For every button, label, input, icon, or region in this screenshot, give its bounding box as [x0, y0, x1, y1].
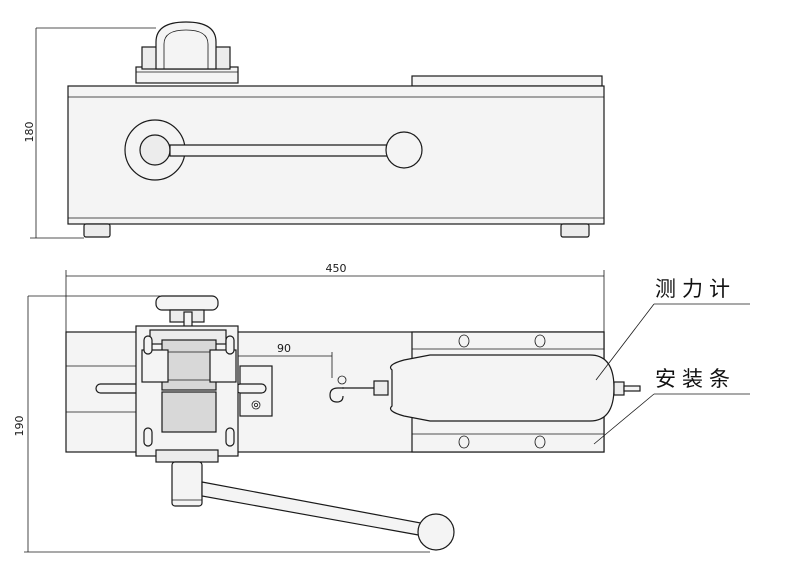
label-force-gauge: 测力计	[655, 277, 736, 301]
foot-right	[560, 223, 590, 238]
carriage	[135, 295, 239, 463]
top-lever	[171, 461, 455, 551]
side-view: 180	[23, 21, 605, 239]
foot-left	[83, 223, 111, 238]
dim-hook-offset: 90	[238, 342, 333, 378]
display-window	[411, 75, 603, 87]
top-knob	[135, 21, 239, 84]
top-view: 450 190	[13, 262, 750, 553]
slot-rail	[95, 365, 273, 417]
side-lever	[124, 119, 423, 181]
dim-label-190: 190	[13, 416, 26, 437]
dim-height: 180	[23, 27, 156, 239]
dim-width: 450	[65, 262, 605, 332]
dim-label-450: 450	[326, 262, 347, 275]
callouts: 测力计 安装条	[593, 277, 750, 445]
dim-label-90: 90	[277, 342, 291, 355]
force-gauge	[329, 354, 641, 422]
label-mount-bar: 安装条	[655, 367, 736, 391]
dim-depth: 190	[13, 295, 430, 553]
dim-label-180: 180	[23, 122, 36, 143]
